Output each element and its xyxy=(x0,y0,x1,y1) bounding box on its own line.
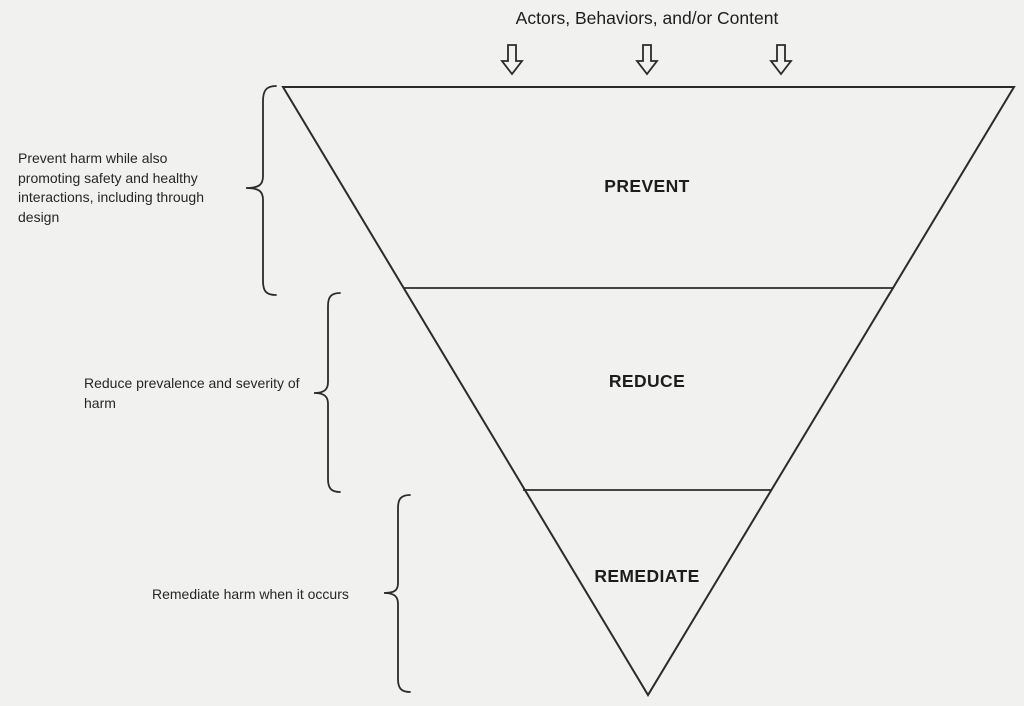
diagram-title: Actors, Behaviors, and/or Content xyxy=(515,8,779,28)
level-label-prevent: PREVENT xyxy=(604,176,690,196)
brace-prevent xyxy=(245,85,277,296)
level-description-reduce: Reduce prevalence and severity of harm xyxy=(84,375,300,411)
level-description-prevent: Prevent harm while also promoting safety… xyxy=(18,150,205,225)
brace-remediate xyxy=(383,494,411,693)
funnel-outline xyxy=(281,86,1016,697)
down-arrow-icon xyxy=(500,44,524,76)
brace-reduce xyxy=(313,292,341,493)
level-label-remediate: REMEDIATE xyxy=(594,566,700,586)
down-arrow-icon xyxy=(635,44,659,76)
level-label-reduce: REDUCE xyxy=(608,371,686,391)
level-description-remediate: Remediate harm when it occurs xyxy=(152,586,349,602)
down-arrow-icon xyxy=(769,44,793,76)
